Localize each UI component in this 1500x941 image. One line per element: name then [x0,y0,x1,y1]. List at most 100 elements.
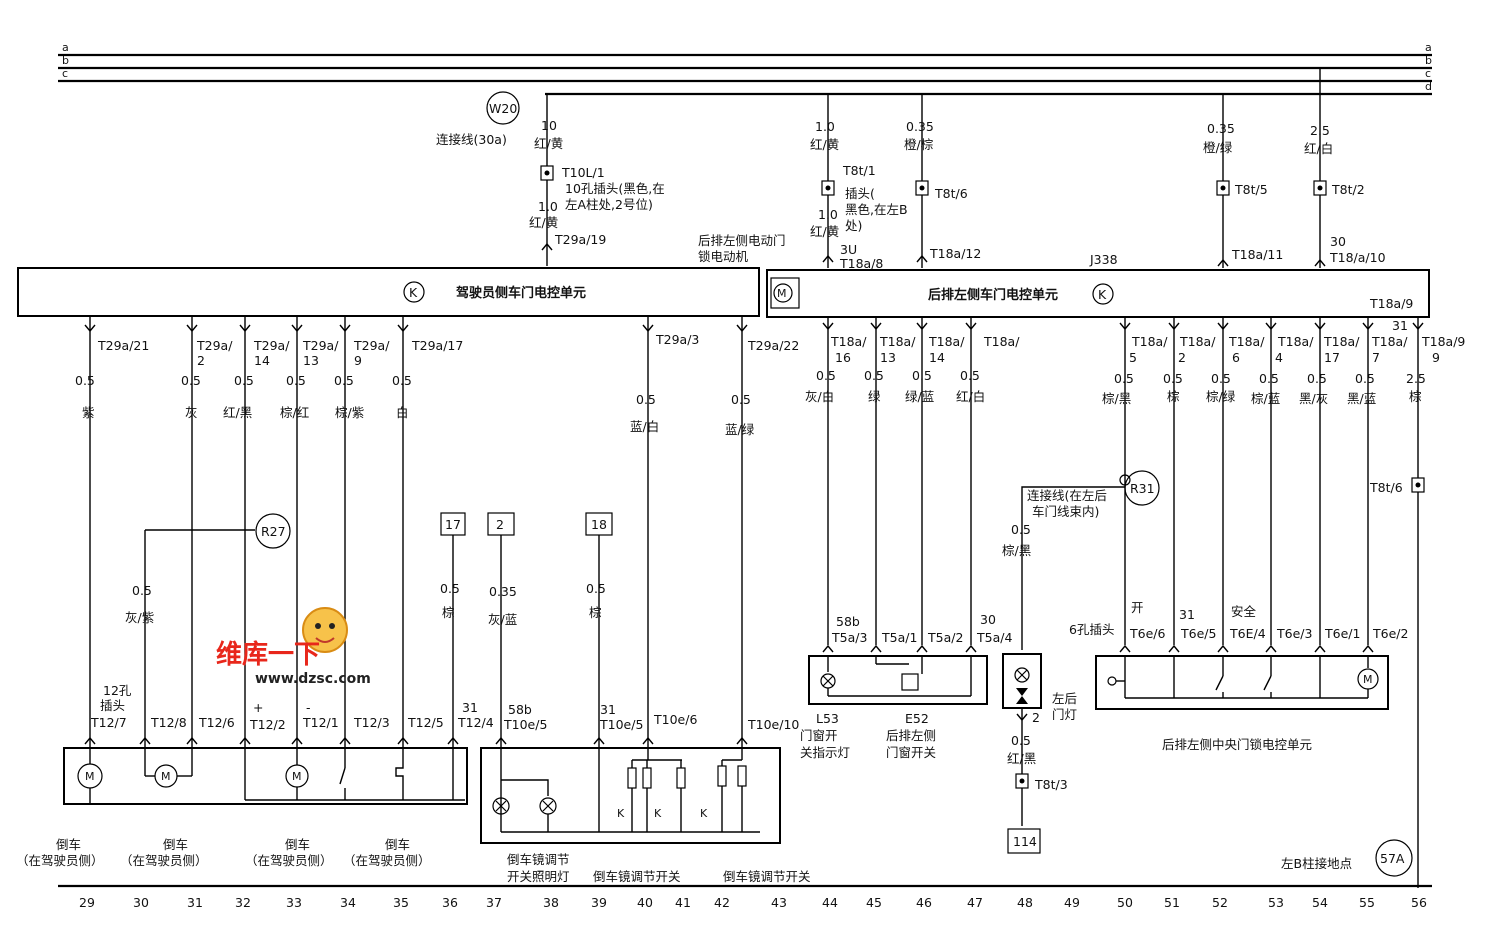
t18a-5-pin-b: 5 [1129,350,1137,365]
c1-size-2: 1.0 [818,207,838,222]
t18a-x-pin: T18a/ [983,334,1020,349]
t5a-4-pin: T5a/4 [976,630,1012,645]
bus-label-b-right: b [1425,54,1432,67]
left-lamp-label-2: 门灯 [1052,707,1077,722]
t8t-6-pin: T8t/6 [934,186,968,201]
w20-wire-color: 红/黄 [534,136,563,151]
svg-text:M: M [161,770,171,783]
t10e-58b: 58b [508,702,532,717]
grid-number: 35 [393,895,409,910]
mirror3-label-2: （在驾驶员侧） [245,853,333,868]
rear-motor-icon [773,283,793,303]
w50-color: 棕/黑 [1102,391,1131,406]
t29a-3-pin: T29a/3 [655,332,699,347]
w40-size: 0.5 [636,392,656,407]
w20-desc: 连接线(30a) [436,132,507,147]
t12-connector: 12孔 插头 T12/7 T12/8 T12/6 + T12/2 - T12/1… [63,683,494,805]
t18a-2-pin: T18a/ [1179,334,1216,349]
t8t-desc-1: 插头( [845,186,875,201]
w42-color: 蓝/绿 [725,422,755,437]
w55-size: 0.5 [1355,371,1375,386]
lamp-wire-size: 0.5 [1011,733,1031,748]
grid-number: 34 [340,895,356,910]
t5a-30: 30 [980,612,996,627]
w35-size: 0.5 [392,373,412,388]
dzsc-watermark-logo: 维库一下 www.dzsc.com [216,607,371,687]
mirror4-label-2: （在驾驶员侧） [343,853,431,868]
svg-text:M: M [1363,673,1373,686]
e52-label-1: 后排左侧 [886,728,936,743]
bus-label-b-left: b [62,54,69,67]
t12-desc-2: 插头 [100,698,125,713]
w50-size: 0.5 [1114,371,1134,386]
t10e-6-pin: T10e/6 [653,712,697,727]
w34-size: 0.5 [334,373,354,388]
motor-label-2: 锁电动机 [698,249,749,264]
c3-size: 0.35 [1207,121,1235,136]
central-lock-label: 后排左侧中央门锁电控单元 [1162,737,1312,752]
grid-number: 45 [866,895,882,910]
w47-color: 红/白 [956,389,985,404]
t18a-4-pin-b: 4 [1275,350,1283,365]
t18a-2-pin-b: 2 [1178,350,1186,365]
ref2-color: 灰/蓝 [488,612,517,627]
t6e-5-pin: T6e/5 [1180,626,1216,641]
t6e-safe: 安全 [1231,604,1257,619]
t10e-31: 31 [600,702,616,717]
w45-color: 绿 [868,389,881,404]
grid-number: 40 [637,895,653,910]
w54-color: 黑/灰 [1299,391,1328,406]
lamp-pin-2: 2 [1032,710,1040,725]
grid-number: 48 [1017,895,1033,910]
t29a-9-pin: T29a/ [353,338,390,353]
lamp-1-icon [492,797,510,815]
t18a-13-pin: T18a/ [879,334,916,349]
t6e-desc: 6孔插头 [1069,622,1114,637]
t18a-6-pin: T18a/ [1228,334,1265,349]
w53-size: 0.5 [1259,371,1279,386]
grid-number: 37 [486,895,502,910]
ref18-color: 棕 [589,605,602,620]
ground-ref-57a: 57A [1380,851,1405,866]
t10l-pin: T10L/1 [561,165,605,180]
w45-size: 0.5 [864,368,884,383]
t10l-desc-2: 左A柱处,2号位) [565,197,653,212]
t8t-3-pin: T8t/3 [1034,777,1068,792]
ground-label: 左B柱接地点 [1281,856,1352,871]
t18a-16-pin: T18a/ [830,334,867,349]
bus-label-c-right: c [1425,67,1431,80]
rear-door-ecu: M 后排左侧车门电控单元 K T18a/9 [766,269,1430,318]
t8t-2-pin: T8t/2 [1331,182,1365,197]
t18a-5-pin: T18a/ [1131,334,1168,349]
t29a-19-pin: T29a/19 [554,232,606,247]
t12-1-pin: T12/1 [302,715,339,730]
r27-splice: R27 0.5 灰/紫 [125,513,291,748]
grid-number: 33 [286,895,302,910]
grid-number: 46 [916,895,932,910]
left-lamp-label-1: 左后 [1052,691,1077,706]
driver-ecu-name: 驾驶员侧车门电控单元 [456,285,586,301]
ref17-color: 棕 [442,605,455,620]
ref-2: 2 [496,517,504,532]
r31-desc-2: 车门线束内) [1032,504,1099,519]
t10e-5-pin-b: T10e/5 [599,717,643,732]
grid-number: 49 [1064,895,1080,910]
t29a-21-pin: T29a/21 [97,338,149,353]
t18a-9-31: 31 [1392,318,1408,333]
rear-ecu-name: 后排左侧车门电控单元 [928,287,1058,303]
c3-color: 橙/绿 [1203,140,1233,155]
t12-3-pin: T12/3 [353,715,390,730]
c1-pin-3u: 3U [840,242,857,257]
t12-plus: + [253,700,263,715]
t6e-31: 31 [1179,607,1195,622]
t5a-2-pin: T5a/2 [927,630,963,645]
grid-number: 31 [187,895,203,910]
t12-31: 31 [462,700,478,715]
w33-size: 0.5 [286,373,306,388]
svg-text:M: M [777,287,787,300]
driver-output-wires: T29a/21 T29a/ 2 T29a/ 14 T29a/ 13 T29a/ … [75,316,799,782]
ecu-k-icon [403,281,425,303]
w20-label: W20 [489,101,517,116]
mirror1-label-1: 倒车 [56,837,81,852]
